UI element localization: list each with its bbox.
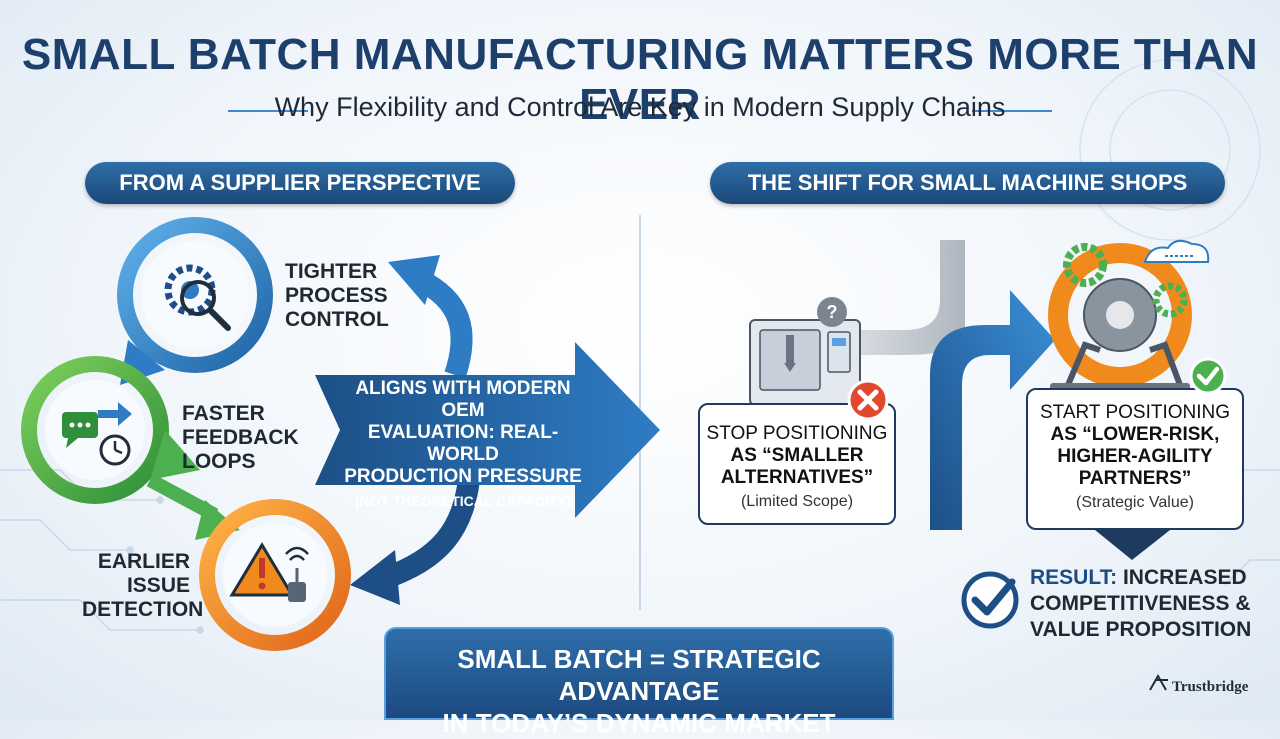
card-line: AS “LOWER-RISK, (1050, 424, 1220, 445)
label-line: FEEDBACK (182, 426, 299, 449)
page-title: SMALL BATCH MANUFACTURING MATTERS MORE T… (21, 30, 1259, 129)
center-arrow-shape (315, 342, 660, 518)
arrow-line: EVALUATION: REAL-WORLD (367, 422, 559, 465)
label-line: CONTROL (285, 308, 389, 331)
label-tighter-process-control: TIGHTER PROCESS CONTROL (285, 260, 389, 332)
card-line: HIGHER-AGILITY (1057, 446, 1213, 467)
label-line: FASTER (182, 402, 265, 425)
label-faster-feedback-loops: FASTER FEEDBACK LOOPS (182, 402, 299, 474)
bottom-banner: SMALL BATCH = STRATEGIC ADVANTAGE IN TOD… (384, 627, 894, 738)
right-section-heading: THE SHIFT FOR SMALL MACHINE SHOPS (710, 162, 1225, 204)
brand-logo: Trustbridge (1172, 679, 1249, 695)
warning-sensor-icon (229, 542, 309, 602)
result-line-rest: INCREASED (1117, 566, 1247, 589)
result-line-3: VALUE PROPOSITION (1030, 618, 1252, 641)
chat-clock-icon (62, 402, 132, 466)
label-earlier-issue-detection: EARLIER ISSUE DETECTION (82, 550, 204, 622)
svg-text:?: ? (827, 302, 838, 322)
card-line: PARTNERS” (1078, 468, 1192, 489)
stop-positioning-card: STOP POSITIONING AS “SMALLER ALTERNATIVE… (698, 403, 896, 525)
subtitle-rule-left (228, 110, 308, 112)
automation-gears-icon (1048, 239, 1210, 391)
label-line: DETECTION (82, 598, 204, 621)
arrow-line: PRODUCTION PRESSURE (344, 466, 582, 487)
cycle-arrow-top (414, 270, 473, 379)
gear-magnifier-icon (164, 264, 231, 331)
checkmark-icon (1189, 357, 1227, 395)
result-text: RESULT: INCREASED COMPETITIVENESS & VALU… (1030, 565, 1270, 643)
arrow-note: (NOT THEORETICAL CAPACITY) (354, 493, 572, 509)
start-positioning-card: START POSITIONING AS “LOWER-RISK, HIGHER… (1026, 388, 1244, 530)
tighter-process-control-ring (117, 217, 273, 385)
result-pointer-shape (1095, 530, 1170, 560)
card-line: STOP POSITIONING (706, 423, 888, 444)
card-note: (Strategic Value) (1076, 494, 1194, 511)
label-line: EARLIER (97, 550, 190, 573)
left-section-heading: FROM A SUPPLIER PERSPECTIVE (85, 162, 515, 204)
cycle-arrowhead-bottom (350, 550, 400, 605)
cycle-arrow-bottom (376, 468, 481, 591)
banner-line-1: SMALL BATCH = STRATEGIC ADVANTAGE (457, 644, 821, 706)
result-line-1: RESULT: INCREASED (1030, 565, 1270, 591)
result-prefix: RESULT: (1030, 566, 1118, 589)
shop-shift-diagram: ? (745, 239, 1210, 691)
card-line: START POSITIONING (1039, 402, 1231, 423)
old-path-shape (860, 240, 965, 355)
label-line: PROCESS (285, 284, 388, 307)
subtitle-wrap: Why Flexibility and Control Are Key in M… (0, 92, 1280, 123)
label-line: TIGHTER (285, 260, 378, 283)
supplier-cycle-diagram (21, 217, 660, 651)
label-line: LOOPS (182, 450, 256, 473)
subtitle-rule-right (972, 110, 1052, 112)
banner-line-2: IN TODAY’S DYNAMIC MARKET (442, 708, 836, 738)
result-line-2: COMPETITIVENESS & (1030, 592, 1251, 615)
check-circle-icon (961, 571, 1019, 629)
cycle-arrowhead-top (388, 255, 440, 305)
question-icon: ? (817, 297, 847, 327)
bridge-logo-icon (1149, 673, 1168, 691)
x-mark-icon (847, 379, 889, 421)
page-subtitle: Why Flexibility and Control Are Key in M… (274, 92, 1006, 122)
card-line: AS “SMALLER (730, 445, 864, 466)
card-note: (Limited Scope) (740, 493, 854, 510)
center-arrow-text: ALIGNS WITH MODERN OEM EVALUATION: REAL-… (338, 378, 588, 512)
arrow-line: ALIGNS WITH MODERN OEM (355, 378, 571, 421)
label-line: ISSUE (126, 574, 190, 597)
card-line: ALTERNATIVES” (720, 467, 874, 488)
shift-arrow-shape (930, 290, 1055, 530)
